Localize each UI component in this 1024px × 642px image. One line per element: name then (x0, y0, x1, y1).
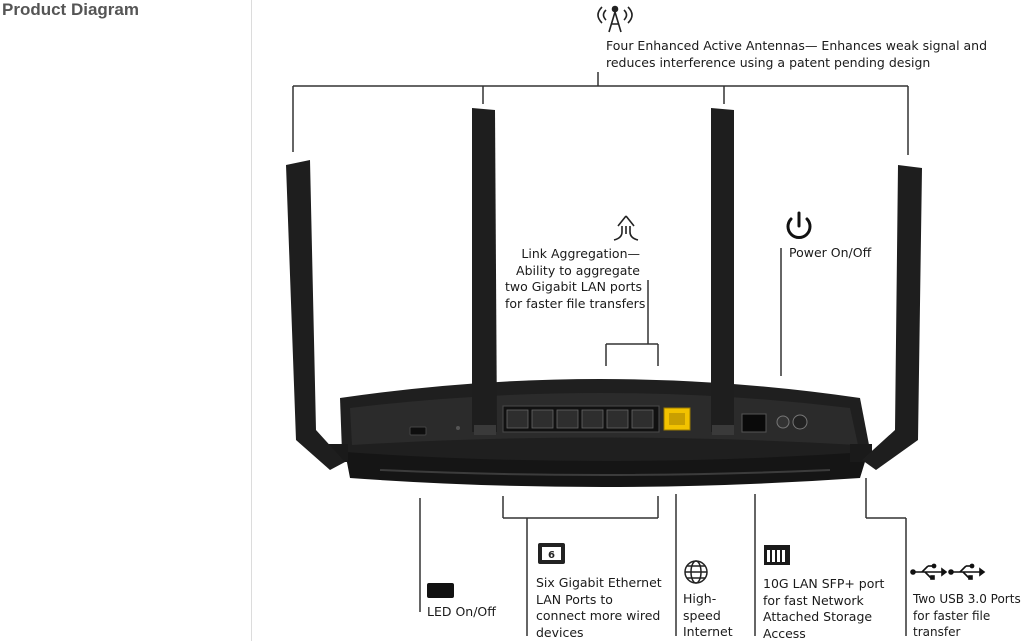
callout-line: transfer (913, 624, 1021, 641)
antenna-signal-icon (598, 7, 632, 33)
callout-line: Internet (683, 624, 733, 641)
callout-line: Attached Storage (763, 609, 884, 626)
callout-line: reduces interference using a patent pend… (606, 55, 987, 72)
merge-arrow-icon (614, 216, 638, 240)
sfp-callout: 10G LAN SFP+ port for fast Network Attac… (763, 576, 884, 642)
led-block-icon (427, 583, 454, 598)
ethernet-port-icon: 6 (538, 543, 565, 564)
callout-line: Two USB 3.0 Ports (913, 591, 1021, 608)
callout-line: for faster file (913, 608, 1021, 625)
power-callout: Power On/Off (789, 245, 871, 262)
antenna-callout-lines (293, 72, 908, 155)
power-icon (788, 213, 810, 238)
callout-line: Four Enhanced Active Antennas— Enhances … (606, 38, 987, 55)
callout-line: for faster file transfers (505, 296, 640, 313)
callout-line: Six Gigabit Ethernet (536, 575, 662, 592)
callout-line: connect more wired (536, 608, 662, 625)
callout-line: Ability to aggregate (505, 263, 640, 280)
callout-line: Link Aggregation— (505, 246, 640, 263)
callout-line: LED On/Off (427, 604, 496, 621)
callout-line: LAN Ports to (536, 592, 662, 609)
callout-line: High- (683, 591, 733, 608)
usb-icon (911, 564, 984, 579)
nas-drive-icon (764, 545, 790, 565)
callout-line: Power On/Off (789, 245, 871, 262)
led-callout: LED On/Off (427, 604, 496, 621)
globe-icon (685, 561, 707, 583)
callout-line: two Gigabit LAN ports (505, 279, 640, 296)
lan-ports-callout: Six Gigabit Ethernet LAN Ports to connec… (536, 575, 662, 641)
callout-line: 10G LAN SFP+ port (763, 576, 884, 593)
usb-callout: Two USB 3.0 Ports for faster file transf… (913, 591, 1021, 641)
internet-callout: High- speed Internet (683, 591, 733, 641)
lan-count-badge: 6 (548, 550, 555, 561)
callout-line: devices (536, 625, 662, 642)
antennas-callout: Four Enhanced Active Antennas— Enhances … (606, 38, 987, 71)
callout-line: speed (683, 608, 733, 625)
router-body (326, 379, 872, 487)
callout-line: for fast Network (763, 593, 884, 610)
link-aggregation-callout: Link Aggregation— Ability to aggregate t… (505, 246, 640, 312)
callout-line: Access (763, 626, 884, 642)
